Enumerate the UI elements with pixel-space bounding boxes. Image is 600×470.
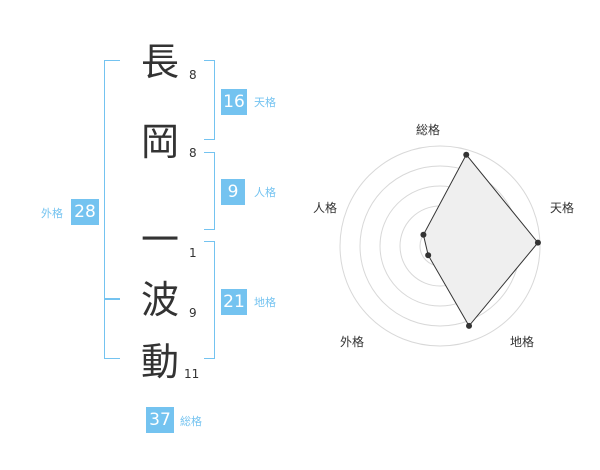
chikaku-bracket bbox=[204, 241, 215, 359]
radar-polygon bbox=[422, 153, 539, 327]
stroke-count-5: 11 bbox=[184, 367, 200, 381]
jinkaku-value: 9 bbox=[221, 179, 245, 205]
stroke-count-2: 8 bbox=[189, 146, 197, 160]
radar-point-4 bbox=[425, 252, 432, 259]
soukaku-label: 総格 bbox=[180, 415, 202, 428]
radar-ring bbox=[339, 145, 541, 347]
stroke-count-3: 1 bbox=[189, 246, 197, 260]
name-char-3: 一 bbox=[140, 218, 179, 262]
gaikaku-bracket bbox=[104, 60, 120, 359]
gaikaku-label: 外格 bbox=[41, 207, 63, 220]
stroke-count-4: 9 bbox=[189, 306, 197, 320]
radar-axis-label-2: 天格 bbox=[550, 200, 574, 215]
radar-point-3 bbox=[466, 322, 473, 329]
name-char-5: 動 bbox=[140, 340, 179, 384]
soukaku-value: 37 bbox=[146, 407, 174, 433]
name-char-4: 波 bbox=[140, 278, 179, 322]
stroke-count-1: 8 bbox=[189, 68, 197, 82]
jinkaku-bracket bbox=[204, 152, 215, 230]
tenkaku-value: 16 bbox=[221, 89, 247, 115]
radar-point-5 bbox=[420, 231, 427, 238]
gaikaku-value: 28 bbox=[71, 199, 99, 225]
radar-axis-label-3: 地格 bbox=[510, 334, 534, 349]
chikaku-label: 地格 bbox=[254, 296, 276, 309]
name-char-2: 岡 bbox=[140, 120, 179, 164]
radar-axis-label-1: 総格 bbox=[416, 122, 440, 137]
name-char-1: 長 bbox=[140, 40, 179, 84]
radar-axis-label-4: 外格 bbox=[340, 334, 364, 349]
radar-point-2 bbox=[534, 239, 541, 246]
jinkaku-label: 人格 bbox=[254, 186, 276, 199]
gaikaku-bracket-tick bbox=[104, 298, 120, 300]
tenkaku-label: 天格 bbox=[254, 96, 276, 109]
radar-axis-label-5: 人格 bbox=[313, 200, 337, 215]
tenkaku-bracket bbox=[204, 60, 215, 140]
radar-point-1 bbox=[463, 151, 470, 158]
chikaku-value: 21 bbox=[221, 289, 247, 315]
